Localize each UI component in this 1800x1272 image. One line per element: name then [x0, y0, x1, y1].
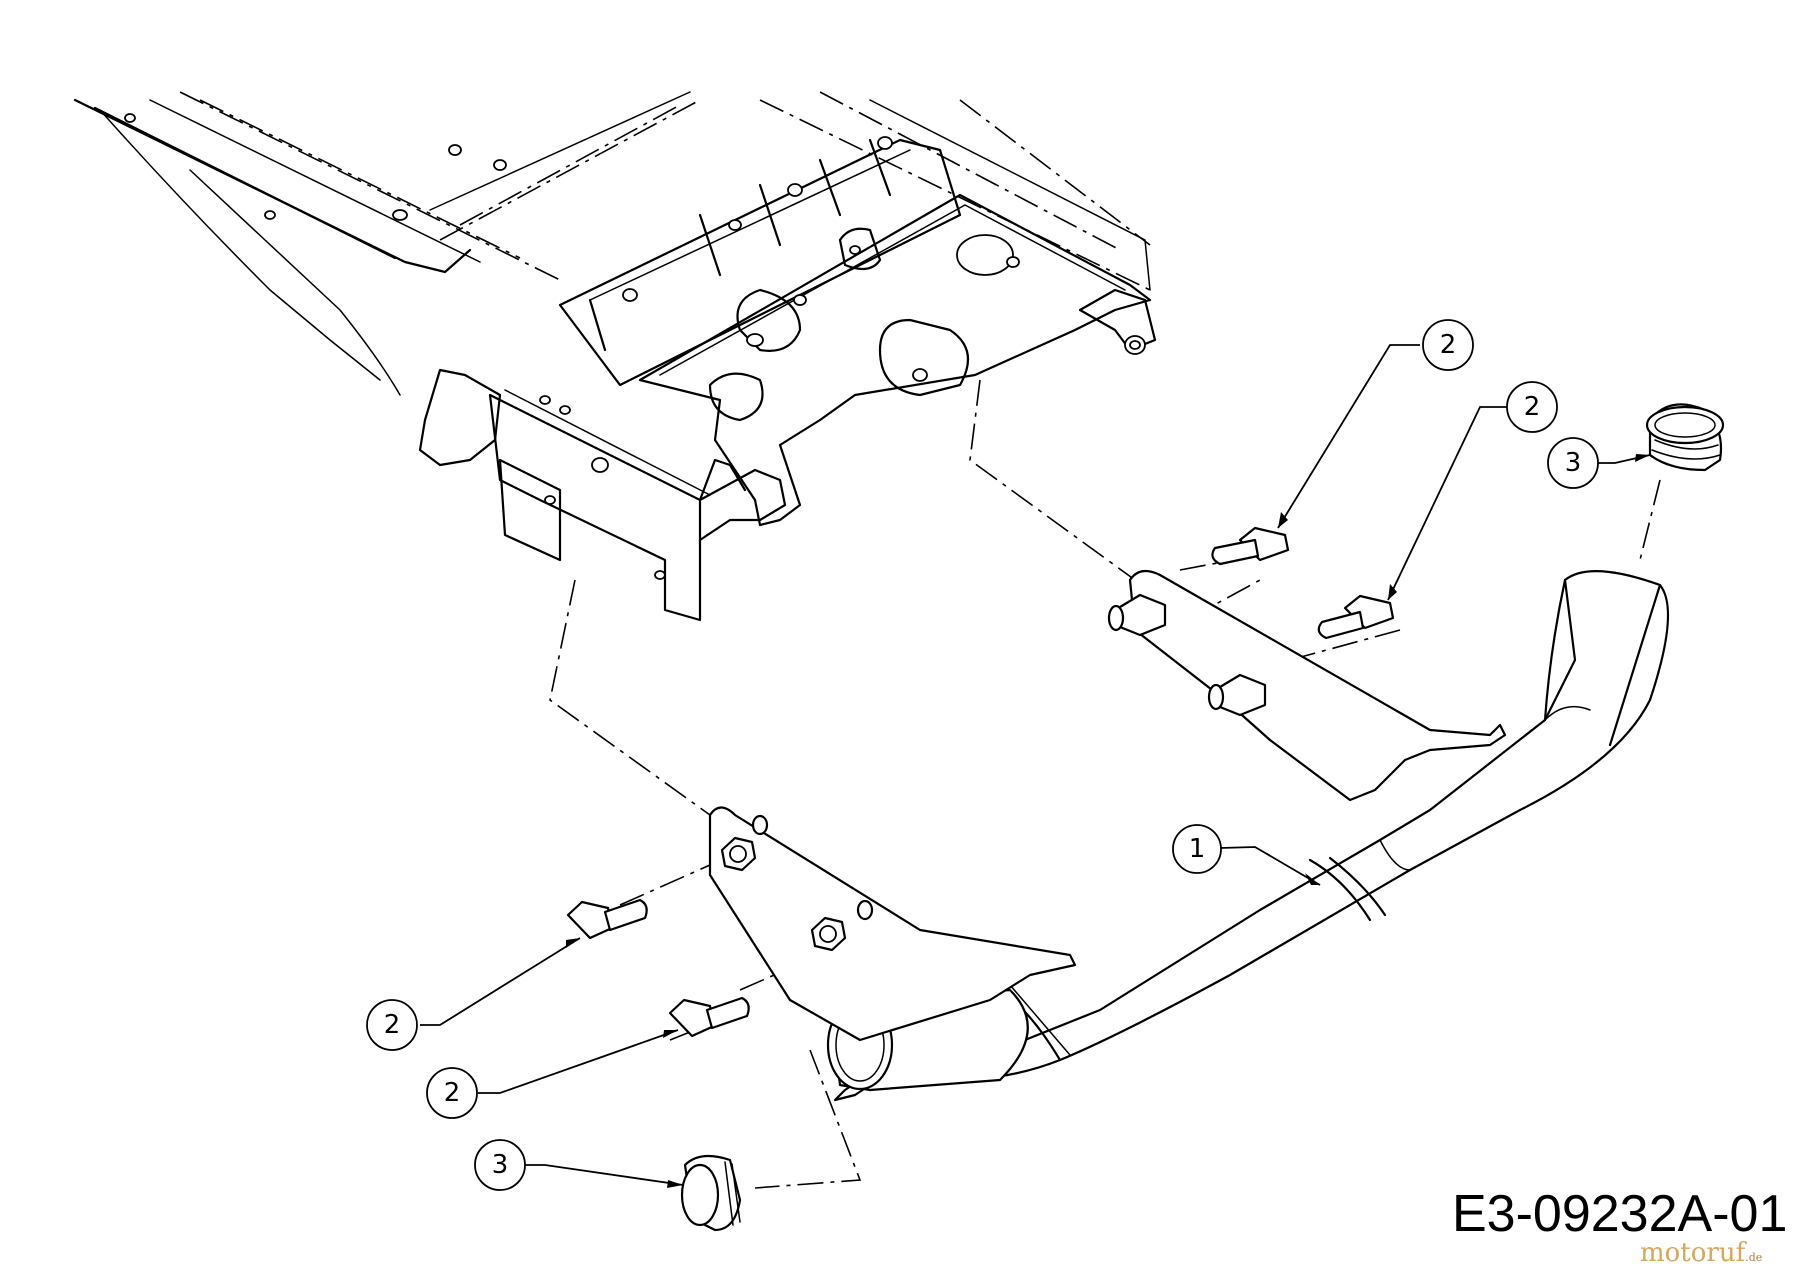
- callout-3-upper: 3: [1547, 437, 1651, 489]
- callout-2b-label: 2: [1524, 392, 1541, 422]
- callout-2-lower-left: 2: [366, 937, 581, 1051]
- bolt-upper-right: [1317, 594, 1395, 640]
- callout-2d-label: 2: [444, 1078, 461, 1108]
- callout-1: 1: [1172, 824, 1321, 886]
- watermark-suffix: .de: [1745, 1251, 1763, 1264]
- callout-2c-label: 2: [384, 1010, 401, 1040]
- front-bumper-part: [708, 569, 1670, 1102]
- callout-2-lower-right: 2: [426, 1029, 679, 1119]
- mower-frame: [73, 91, 1157, 622]
- callout-2-upper-left: 2: [1277, 319, 1474, 529]
- watermark-text: motoruf: [1640, 1238, 1746, 1268]
- drawing-code: E3-09232A-01: [1452, 1185, 1788, 1243]
- callout-2a-label: 2: [1440, 330, 1457, 360]
- callout-2-upper-right: 2: [1387, 381, 1558, 601]
- bolt-lower-right: [668, 996, 750, 1038]
- watermark-logo: motoruf.de: [1640, 1240, 1762, 1266]
- bolt-upper-left: [1211, 526, 1290, 566]
- callout-3a-label: 3: [1565, 448, 1582, 478]
- end-cap-lower: [680, 1154, 742, 1232]
- callout-1-label: 1: [1189, 834, 1206, 864]
- callout-3b-label: 3: [492, 1150, 509, 1180]
- callout-3-lower: 3: [474, 1139, 684, 1191]
- bolt-lower-left: [566, 898, 648, 940]
- end-cap-upper: [1645, 403, 1725, 472]
